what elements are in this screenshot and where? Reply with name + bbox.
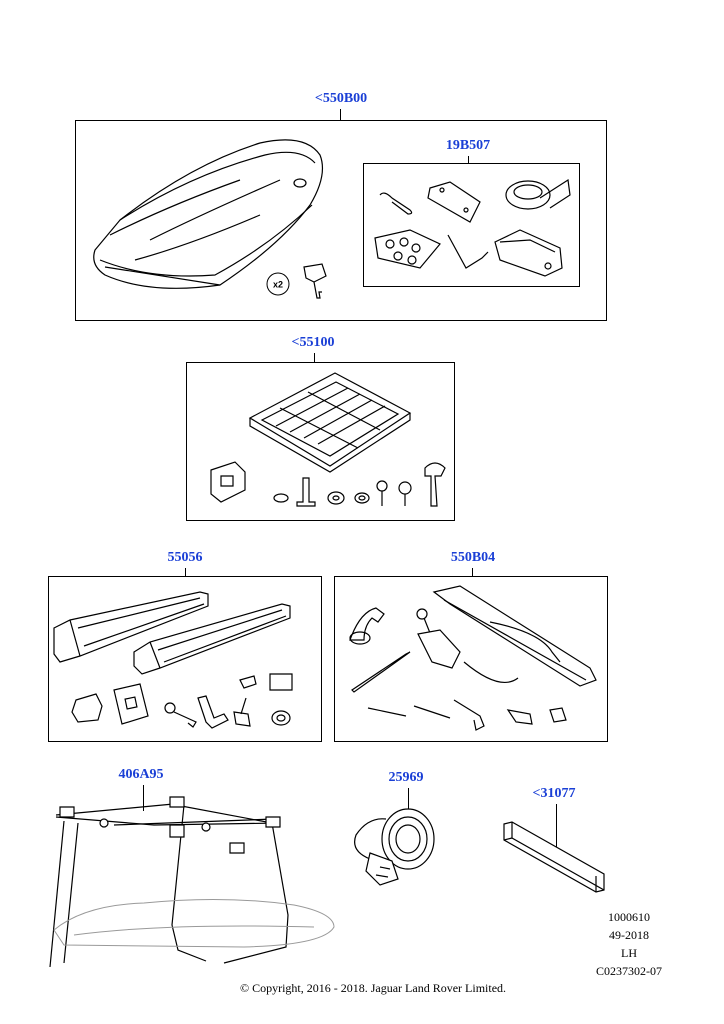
copyright-notice: © Copyright, 2016 - 2018. Jaguar Land Ro… [239, 981, 507, 995]
callout-55056[interactable]: 55056 [167, 550, 203, 565]
quantity-label: x2 [273, 280, 283, 290]
leader-line [408, 788, 409, 810]
roof-tray-fixings-illustration [205, 458, 450, 513]
leader-line [143, 785, 144, 811]
roof-box-group-frame [75, 120, 607, 321]
roof-box-illustration [90, 135, 340, 305]
fixings-illustration [370, 170, 575, 282]
illustration-side: LH [621, 946, 637, 960]
leader-line [556, 804, 557, 850]
roof-tray-group-frame [186, 362, 455, 521]
illustration-number: 1000610 [608, 910, 650, 924]
leader-line [468, 156, 469, 164]
callout-25969[interactable]: 25969 [388, 770, 424, 785]
cycle-carrier-illustration [340, 582, 602, 737]
callout-550B04[interactable]: 550B04 [450, 550, 496, 565]
cycle-carrier-group-frame [334, 576, 608, 742]
leader-line [472, 568, 473, 577]
ski-carrier-illustration [50, 584, 300, 684]
leader-line [185, 568, 186, 577]
storage-hoist-illustration [44, 795, 344, 970]
ski-carrier-group-frame [48, 576, 322, 742]
key-icon: x2 [264, 262, 334, 302]
illustration-date: 49-2018 [609, 928, 649, 942]
strap-illustration [350, 805, 440, 890]
illustration-code: C0237302-07 [596, 964, 662, 978]
fixings-sub-frame [363, 163, 580, 287]
callout-31077[interactable]: <31077 [532, 786, 576, 801]
callout-550B00[interactable]: <550B00 [314, 91, 368, 106]
callout-55100[interactable]: <55100 [291, 335, 335, 350]
rail-section-illustration [500, 820, 610, 900]
roof-tray-illustration [240, 368, 420, 468]
callout-19B507[interactable]: 19B507 [445, 138, 491, 153]
leader-line [340, 109, 341, 121]
leader-line [314, 353, 315, 363]
callout-406A95[interactable]: 406A95 [118, 767, 164, 782]
illustration-meta: 1000610 49-2018 LH C0237302-07 [596, 908, 662, 980]
ski-carrier-fixings-illustration [66, 660, 302, 735]
